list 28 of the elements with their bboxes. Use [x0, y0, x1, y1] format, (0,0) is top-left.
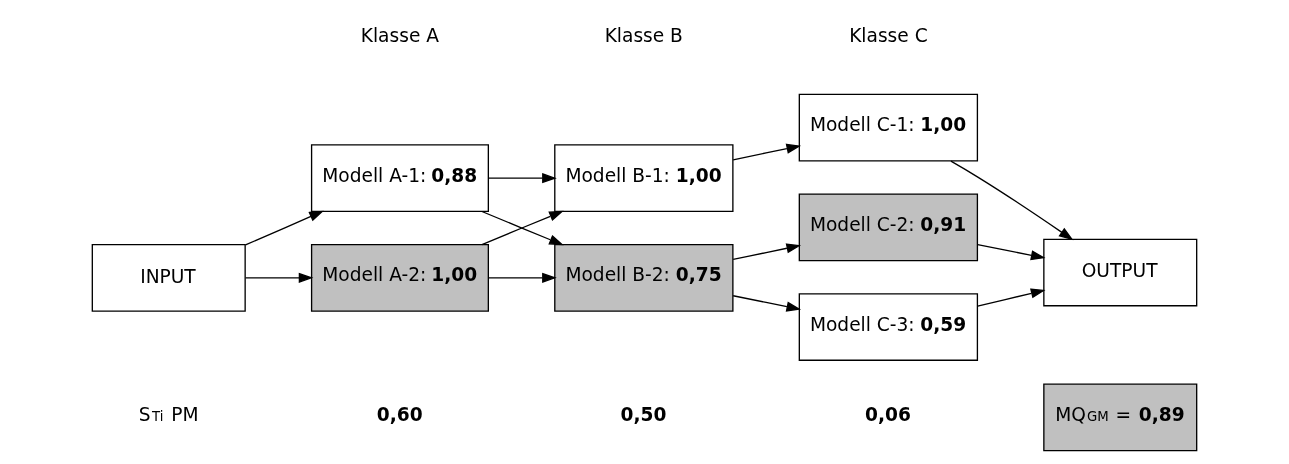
node-box: Modell C-3: 0,59: [798, 293, 979, 361]
label: Klasse C: [849, 25, 928, 47]
arrow: [487, 173, 557, 184]
node-box: MQGM = 0,89: [1043, 383, 1198, 452]
node-box: Modell B-2: 0,75: [554, 243, 734, 312]
arrow: [977, 244, 1046, 261]
arrow: [732, 243, 802, 261]
node-box: Modell C-2: 0,91: [798, 193, 979, 262]
arrow: [481, 210, 564, 246]
arrow: [244, 210, 324, 246]
arrow: [977, 288, 1046, 307]
label: STi PM: [138, 403, 199, 425]
arrow: [732, 143, 802, 161]
arrow: [487, 272, 557, 283]
arrow: [244, 272, 314, 283]
node-box: Modell C-1: 1,00: [798, 93, 979, 162]
label: Klasse A: [360, 25, 439, 47]
arrow: [732, 295, 802, 312]
label: Klasse B: [604, 25, 683, 47]
label: 0,60: [376, 403, 423, 425]
label: 0,50: [620, 403, 667, 425]
label: 0,06: [865, 403, 911, 425]
node-box: Modell A-1: 0,88: [310, 144, 489, 213]
node-box: INPUT: [91, 243, 246, 312]
arrow: [950, 160, 1074, 241]
node-box: OUTPUT: [1043, 238, 1198, 307]
node-box: Modell A-2: 1,00: [310, 243, 489, 312]
node-box: Modell B-1: 1,00: [554, 144, 734, 213]
